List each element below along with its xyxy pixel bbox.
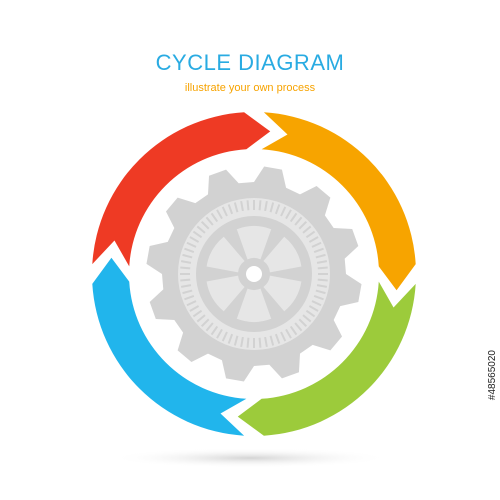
gear-spoke-opening — [206, 236, 245, 273]
diagram-subtitle: illustrate your own process — [184, 82, 316, 94]
gear-spoke-opening — [236, 288, 272, 322]
gear-spoke-opening — [263, 275, 302, 312]
cycle-arrow-red — [92, 112, 271, 267]
gear-icon — [146, 166, 362, 382]
cycle-arrows — [92, 112, 416, 436]
cycle-arrow-orange — [261, 112, 416, 291]
diagram-shadow — [110, 448, 390, 468]
gear-spoke-opening — [206, 275, 245, 312]
stock-image-id: #48565020 — [487, 350, 498, 401]
cycle-arrow-green — [237, 281, 416, 436]
gear-spoke-opening — [236, 226, 272, 260]
gear-axle — [246, 266, 262, 282]
cycle-arrow-blue — [92, 257, 247, 436]
gear-ticks — [180, 200, 328, 348]
diagram-title: CYCLE DIAGRAM — [155, 50, 345, 75]
gear-spoke-opening — [263, 236, 302, 273]
